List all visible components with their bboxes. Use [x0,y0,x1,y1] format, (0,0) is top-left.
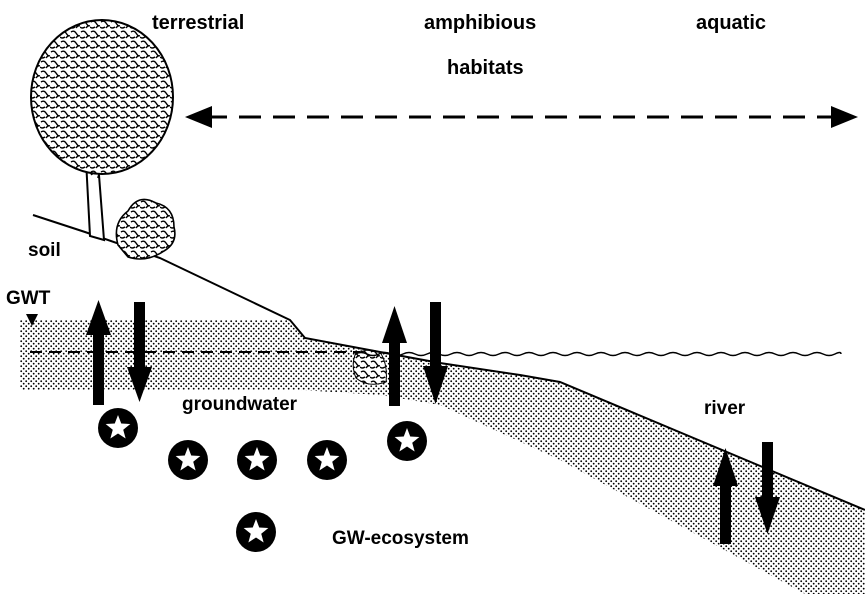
gwt-label: GWT [6,288,50,310]
habitats-range-arrow [185,106,858,128]
terrestrial-label: terrestrial [152,12,244,35]
groundwater-label: groundwater [182,394,297,416]
soil-label: soil [28,240,61,262]
star-in-circle-icon [168,440,208,480]
amphibious-label: amphibious [424,12,536,35]
river-label: river [704,398,745,420]
star-in-circle-icon [98,408,138,448]
star-in-circle-icon [236,512,276,552]
shrub-icon [116,199,175,259]
gw-ecosystem-label: GW-ecosystem [332,528,469,550]
star-in-circle-icon [307,440,347,480]
habitats-label: habitats [447,57,524,80]
water-surface [355,353,841,356]
aquatic-label: aquatic [696,12,766,35]
star-in-circle-icon [387,421,427,461]
star-in-circle-icon [237,440,277,480]
